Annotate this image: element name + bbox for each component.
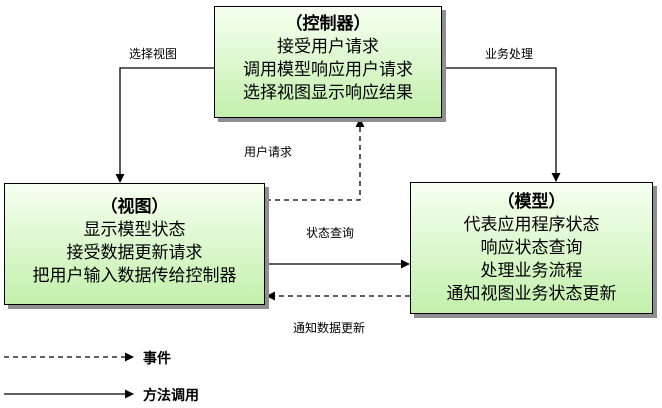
model-line-4: 通知视图业务状态更新 bbox=[446, 284, 617, 304]
view-line-1: 显示模型状态 bbox=[83, 220, 186, 240]
edge-label-user-request: 用户请求 bbox=[244, 145, 293, 159]
legend-method-call-label: 方法调用 bbox=[143, 388, 199, 404]
arrow-user-request bbox=[266, 118, 365, 201]
model-title: （模型） bbox=[497, 192, 566, 212]
controller-box: （控制器） 接受用户请求 调用模型响应用户请求 选择视图显示响应结果 bbox=[214, 6, 442, 118]
arrow-select-view bbox=[115, 67, 214, 183]
view-box: （视图） 显示模型状态 接受数据更新请求 把用户输入数据传给控制器 bbox=[4, 183, 265, 305]
legend-event-label: 事件 bbox=[143, 351, 171, 367]
model-line-3: 处理业务流程 bbox=[480, 261, 583, 281]
model-box: （模型） 代表应用程序状态 响应状态查询 处理业务流程 通知视图业务状态更新 bbox=[410, 182, 653, 314]
controller-line-3: 选择视图显示响应结果 bbox=[243, 83, 413, 103]
edge-label-state-query: 状态查询 bbox=[306, 226, 355, 240]
controller-line-1: 接受用户请求 bbox=[277, 37, 379, 57]
view-line-3: 把用户输入数据传给控制器 bbox=[32, 266, 237, 286]
edge-label-select-view: 选择视图 bbox=[129, 47, 178, 61]
model-line-1: 代表应用程序状态 bbox=[463, 215, 600, 235]
controller-line-2: 调用模型响应用户请求 bbox=[243, 60, 413, 80]
model-line-2: 响应状态查询 bbox=[480, 238, 583, 258]
edge-label-notify-update: 通知数据更新 bbox=[293, 321, 366, 335]
edge-label-business-process: 业务处理 bbox=[485, 47, 534, 61]
view-title: （视图） bbox=[100, 197, 169, 217]
view-line-2: 接受数据更新请求 bbox=[66, 243, 203, 263]
arrow-business-process bbox=[442, 67, 561, 182]
controller-title: （控制器） bbox=[285, 14, 371, 34]
